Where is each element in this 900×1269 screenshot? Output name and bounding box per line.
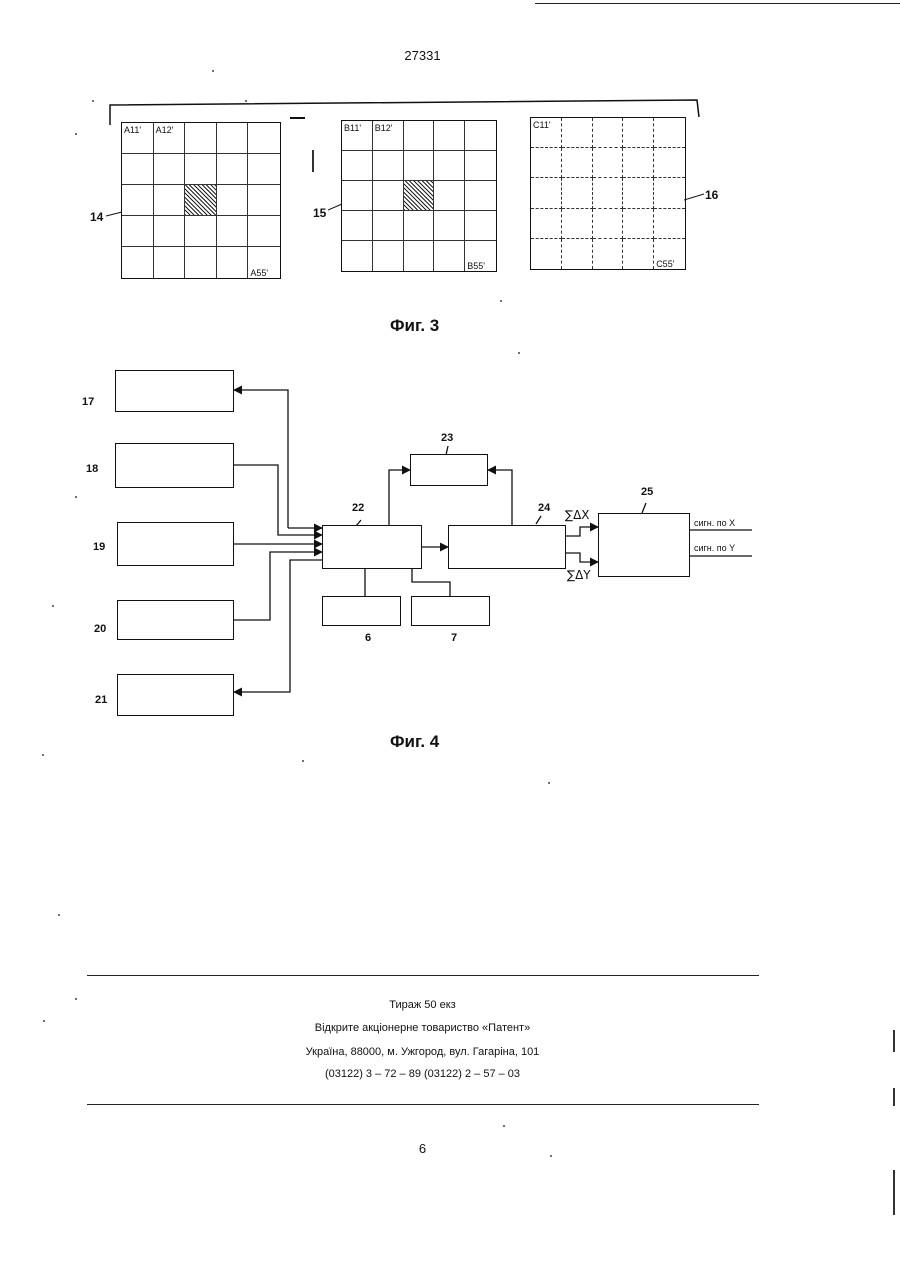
block-18: [115, 443, 234, 488]
sum-x-label: ∑ΔX: [565, 508, 590, 522]
imprint-phones: (03122) 3 – 72 – 89 (03122) 2 – 57 – 03: [0, 1068, 845, 1080]
scan-speck: [43, 1020, 45, 1022]
scan-speck: [503, 1125, 505, 1127]
scan-edge-mark: [893, 1088, 895, 1106]
block-21: [117, 674, 234, 716]
block-24: [448, 525, 566, 569]
scan-speck: [550, 1155, 552, 1157]
block-25: [598, 513, 690, 577]
scan-speck: [75, 496, 77, 498]
imprint-publisher: Відкрите акціонерне товариство «Патент»: [0, 1022, 845, 1034]
block-6: [322, 596, 401, 626]
block-17: [115, 370, 234, 412]
scan-speck: [500, 300, 502, 302]
scan-speck: [75, 133, 77, 135]
scan-edge-mark: [893, 1030, 895, 1052]
imprint-top-rule: [87, 975, 759, 976]
scan-speck: [92, 100, 94, 102]
block-17-label: 17: [82, 396, 94, 408]
block-23-label: 23: [441, 432, 453, 444]
block-18-label: 18: [86, 463, 98, 475]
block-19: [117, 522, 234, 566]
block-20-label: 20: [94, 623, 106, 635]
imprint-circulation: Тираж 50 екз: [0, 999, 845, 1011]
scan-speck: [518, 352, 520, 354]
scan-speck: [58, 914, 60, 916]
scan-speck: [75, 998, 77, 1000]
scan-speck: [42, 754, 44, 756]
scan-speck: [212, 70, 214, 72]
sum-y-label: ∑ΔY: [567, 568, 591, 582]
block-7: [411, 596, 490, 626]
scan-speck: [548, 782, 550, 784]
output-x-label: сигн. по X: [694, 518, 735, 528]
block-7-label: 7: [451, 632, 457, 644]
block-25-label: 25: [641, 486, 653, 498]
imprint-bottom-rule: [87, 1104, 759, 1105]
block-22: [322, 525, 422, 569]
scan-speck: [302, 760, 304, 762]
block-20: [117, 600, 234, 640]
figure-4-caption: Фиг. 4: [390, 732, 439, 752]
page-number: 6: [0, 1141, 845, 1156]
output-y-label: сигн. по Y: [694, 543, 735, 553]
scan-speck: [245, 100, 247, 102]
scan-speck: [52, 605, 54, 607]
block-23: [410, 454, 488, 486]
block-24-label: 24: [538, 502, 550, 514]
scan-edge-mark: [893, 1170, 895, 1215]
block-19-label: 19: [93, 541, 105, 553]
block-21-label: 21: [95, 694, 107, 706]
block-22-label: 22: [352, 502, 364, 514]
block-6-label: 6: [365, 632, 371, 644]
imprint-address: Україна, 88000, м. Ужгород, вул. Гагарін…: [0, 1046, 845, 1058]
